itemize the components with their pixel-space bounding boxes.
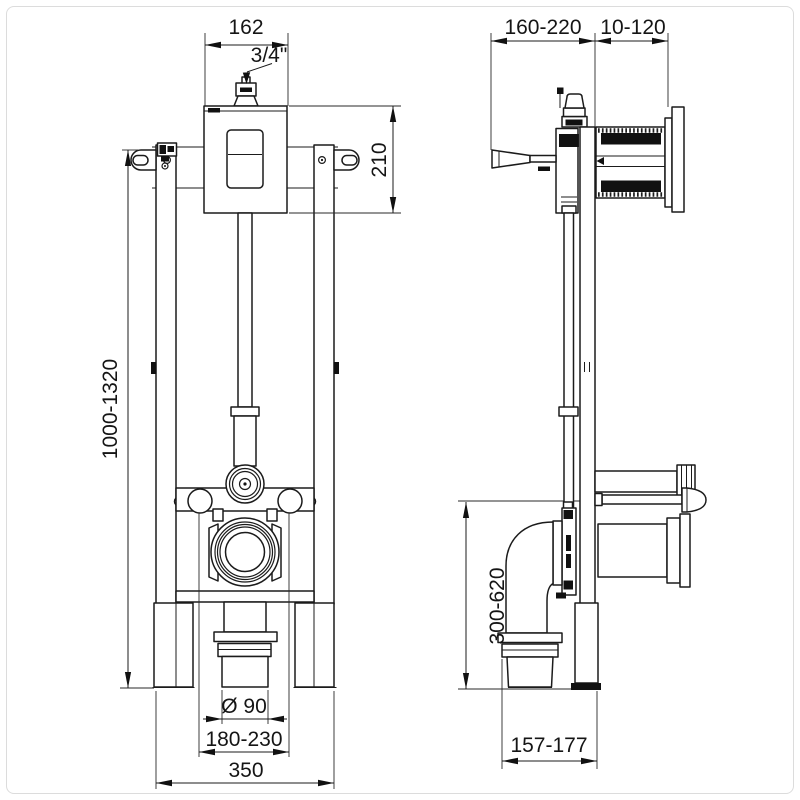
left-rail <box>155 144 177 605</box>
frame-height-label: 1000-1320 <box>99 359 122 459</box>
right-rail <box>313 144 335 605</box>
bowl-fixing-assembly <box>594 464 707 513</box>
left-adjuster-knob <box>187 488 213 514</box>
wall-thickness-label: 10-120 <box>600 16 665 39</box>
flush-pipe-side <box>563 212 575 522</box>
outlet-height-label: 300-620 <box>486 567 509 644</box>
fill-valve <box>557 87 588 128</box>
dimension-annotations: 162 3/4" 210 1000-1320 Ø <box>99 16 669 789</box>
right-adjuster-knob <box>277 488 303 514</box>
outlet-diameter-label: Ø 90 <box>221 695 267 718</box>
outlet-pipe <box>213 601 278 688</box>
front-top-width-label: 162 <box>228 16 263 39</box>
inlet-size-label: 3/4" <box>251 44 288 67</box>
base-depth-label: 157-177 <box>510 734 587 757</box>
flush-plate-opening <box>226 129 264 189</box>
flush-pipe <box>237 212 253 408</box>
inlet-connector <box>225 464 265 504</box>
frame-depth-label: 160-220 <box>504 16 581 39</box>
adjustable-feet <box>152 602 337 688</box>
rail-side <box>579 126 596 684</box>
lower-crossbar <box>175 590 315 603</box>
foot-plate-side <box>571 683 601 690</box>
wc-outlet-flange <box>208 508 282 587</box>
cistern-box <box>203 105 288 214</box>
wall-sleeve <box>595 106 685 213</box>
outlet-spacing-label: 180-230 <box>205 728 282 751</box>
frame-width-label: 350 <box>228 759 263 782</box>
mounting-plate <box>556 501 577 599</box>
cistern-height-label: 210 <box>368 142 391 177</box>
flush-actuator-rod <box>491 149 557 171</box>
rail-clamp-detail <box>156 142 178 170</box>
side-view-drawing <box>458 87 707 690</box>
wall-plate <box>671 106 685 213</box>
outlet-elbow <box>497 520 563 688</box>
front-view-drawing <box>130 76 360 688</box>
outlet-connector-side <box>597 513 691 588</box>
